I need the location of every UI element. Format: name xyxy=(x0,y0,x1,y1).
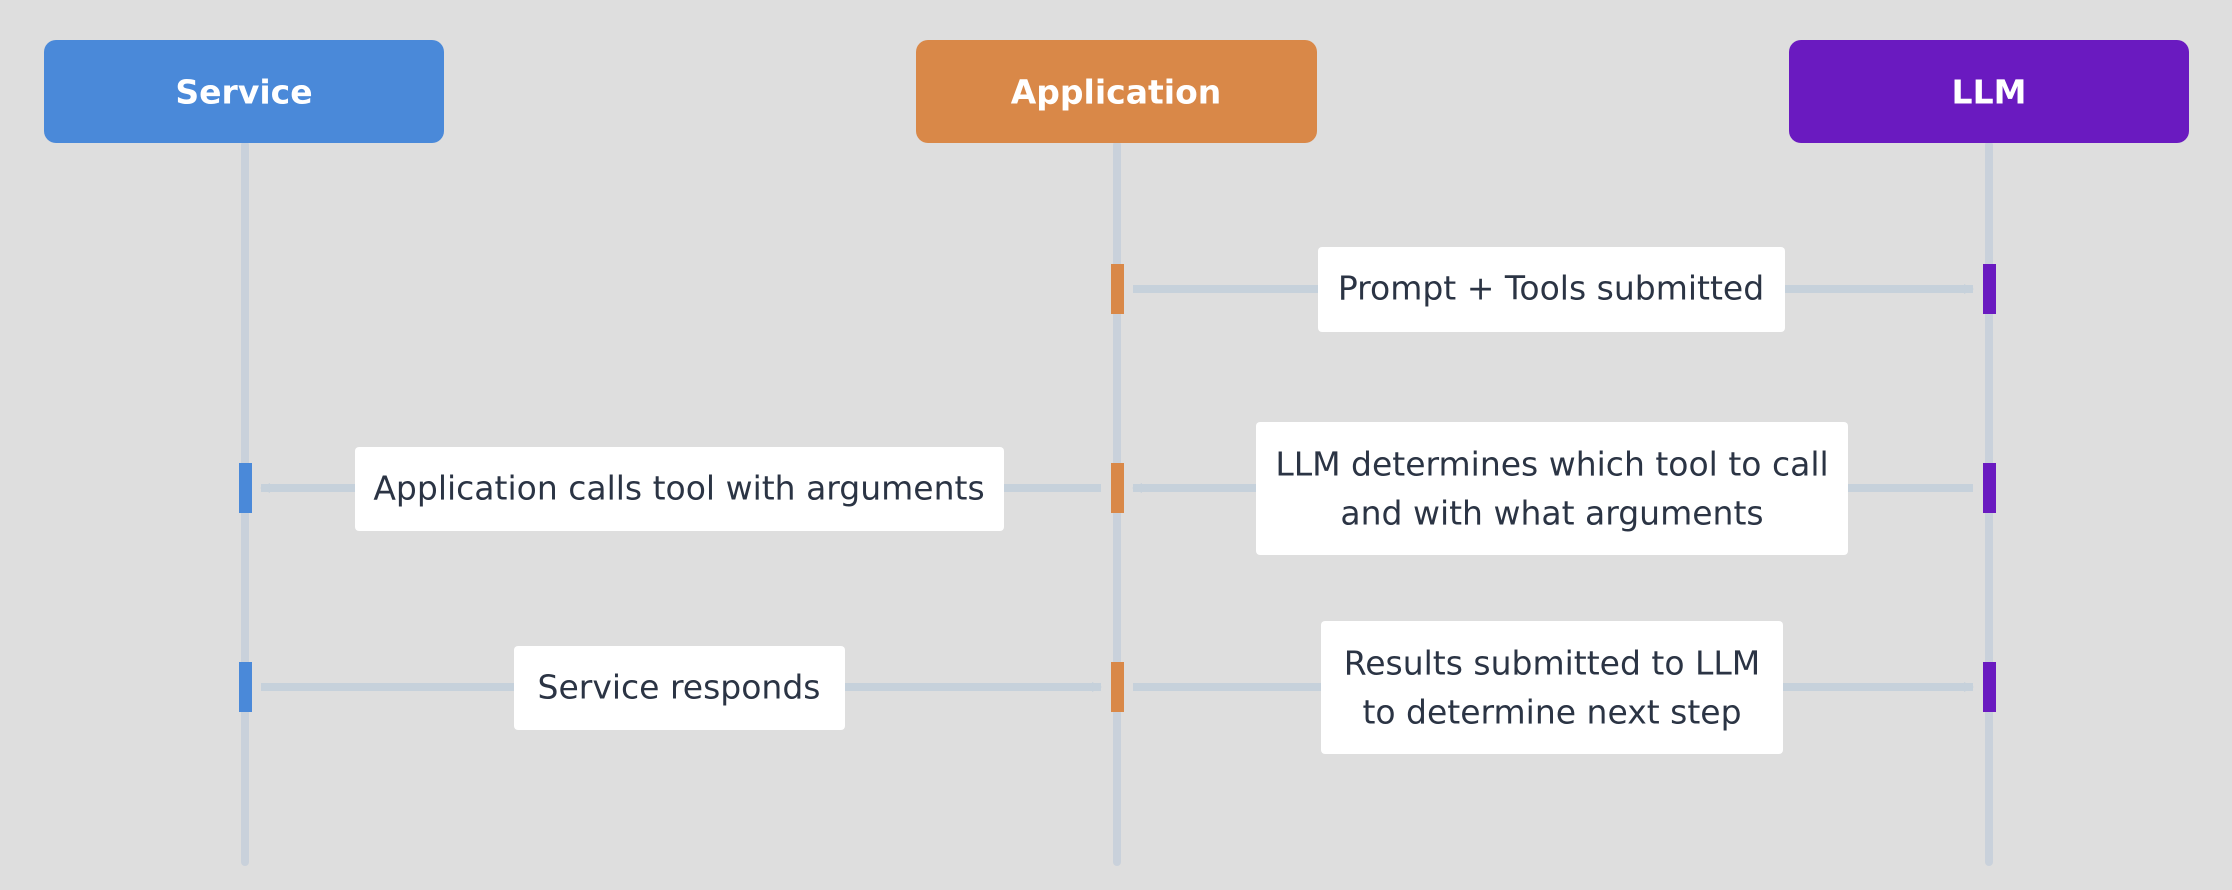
message-label-line-2: and with what arguments xyxy=(1340,494,1763,533)
message-label-box xyxy=(1256,422,1848,555)
message-service-responds: Service responds xyxy=(239,646,1124,730)
message-label-line-1: Service responds xyxy=(538,668,821,707)
participant-service-box xyxy=(44,40,444,143)
message-label-box xyxy=(1321,621,1783,754)
message-label-line-1: Application calls tool with arguments xyxy=(373,469,984,508)
activation-application xyxy=(1111,264,1124,314)
message-application-calls-tool: Application calls tool with arguments xyxy=(239,447,1101,531)
message-results-submitted: Results submitted to LLM to determine ne… xyxy=(1133,621,1996,754)
activation-application xyxy=(1111,662,1124,712)
participant-service: Service xyxy=(44,40,444,143)
activation-llm xyxy=(1983,662,1996,712)
participant-service-label: Service xyxy=(175,73,312,112)
participant-application-box xyxy=(916,40,1317,143)
activation-service xyxy=(239,662,252,712)
activation-llm xyxy=(1983,463,1996,513)
message-label-line-1: Results submitted to LLM xyxy=(1344,644,1761,683)
participant-application: Application xyxy=(916,40,1317,143)
message-label-box xyxy=(1318,247,1785,332)
activation-service xyxy=(239,463,252,513)
participant-llm: LLM xyxy=(1789,40,2189,143)
activation-llm xyxy=(1983,264,1996,314)
message-label-box xyxy=(355,447,1004,531)
activation-application xyxy=(1111,463,1124,513)
message-label-line-2: to determine next step xyxy=(1362,693,1741,732)
participant-llm-box xyxy=(1789,40,2189,143)
message-prompt-tools-submitted: Prompt + Tools submitted xyxy=(1111,247,1996,332)
message-label-line-1: LLM determines which tool to call xyxy=(1275,445,1828,484)
message-llm-determines-tool: LLM determines which tool to call and wi… xyxy=(1111,422,1996,555)
participant-llm-label: LLM xyxy=(1952,73,2027,112)
participant-application-label: Application xyxy=(1011,73,1222,112)
message-label-line-1: Prompt + Tools submitted xyxy=(1338,269,1764,308)
message-label-box xyxy=(514,646,845,730)
